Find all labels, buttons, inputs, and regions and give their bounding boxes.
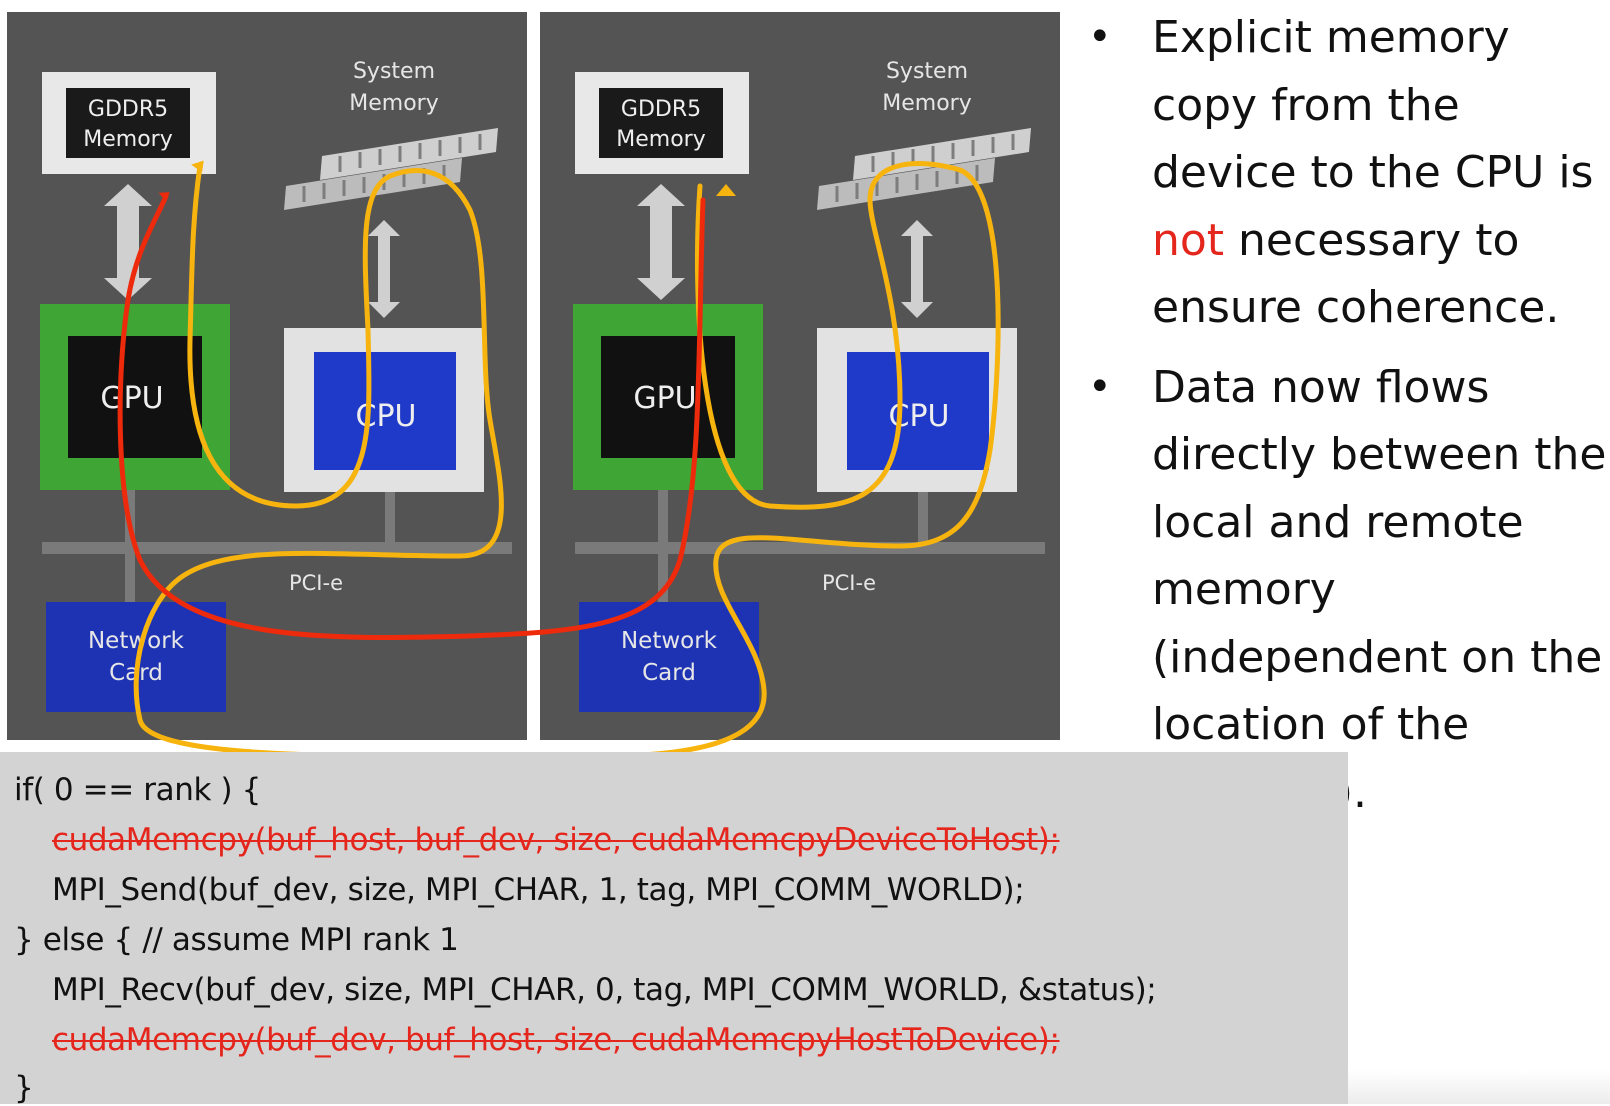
gpu-label: GPU (100, 381, 163, 416)
gddr5-memory-left: GDDR5 Memory (42, 72, 216, 174)
orange-arrowhead (716, 184, 736, 196)
architecture-diagram: GDDR5 Memory GPU System Memory (40, 59, 1045, 752)
bullet-text: Data now flows directly between the loca… (1152, 361, 1607, 818)
system-memory-right: System Memory (817, 59, 1031, 210)
gddr5-label-line1: GDDR5 (88, 97, 168, 122)
code-line: if( 0 == rank ) { (14, 772, 261, 808)
crossed-out-copy-path-orange (133, 160, 1001, 752)
network-card-label-line1: Network (88, 628, 185, 654)
right-node: GDDR5 Memory GPU System Memory (573, 59, 1045, 712)
code-line-struck: cudaMemcpy(buf_host, buf_dev, size, cuda… (52, 822, 1060, 858)
gpu-block-right: GPU (573, 304, 763, 490)
system-memory-label-line2: Memory (882, 91, 971, 116)
system-memory-label-line2: Memory (349, 91, 438, 116)
system-bus-arrow-right (901, 220, 933, 318)
memory-stick-icon (284, 128, 498, 210)
bullet-symbol: • (1088, 363, 1112, 410)
bullet-text-pre: Explicit memory copy from the device to … (1152, 12, 1594, 198)
network-card-right: Network Card (579, 602, 759, 712)
left-node: GDDR5 Memory GPU System Memory (40, 59, 512, 712)
bullet-item: • Explicit memory copy from the device to… (1088, 4, 1608, 342)
system-bus-arrow-left (368, 220, 400, 318)
code-line-struck: cudaMemcpy(buf_dev, buf_host, size, cuda… (52, 1022, 1060, 1058)
bottom-fade (1348, 1070, 1610, 1104)
memory-bus-arrow-right (637, 184, 685, 300)
gddr5-label-line2: Memory (616, 127, 705, 152)
gddr5-label-line1: GDDR5 (621, 97, 701, 122)
bullet-text-post: necessary to ensure coherence. (1152, 214, 1560, 334)
pcie-label: PCI-e (822, 571, 876, 595)
gpu-label: GPU (633, 381, 696, 416)
gddr5-memory-right: GDDR5 Memory (575, 72, 749, 174)
gddr5-label-line2: Memory (83, 127, 172, 152)
system-memory-label-line1: System (886, 59, 968, 84)
bullet-highlight-not: not (1152, 214, 1225, 266)
pcie-label: PCI-e (289, 571, 343, 595)
memory-stick-icon (817, 128, 1031, 210)
system-memory-label-line1: System (353, 59, 435, 84)
cpu-block-right: CPU (817, 328, 1017, 492)
code-line: MPI_Recv(buf_dev, size, MPI_CHAR, 0, tag… (52, 972, 1157, 1008)
code-line: } else { // assume MPI rank 1 (14, 922, 459, 958)
bullet-symbol: • (1088, 14, 1112, 60)
network-card-label-line1: Network (621, 628, 718, 654)
direct-rdma-path-red (117, 192, 706, 641)
system-memory-left: System Memory (284, 59, 498, 210)
memory-bus-arrow-left (104, 184, 152, 300)
bullet-item: • Data now flows directly between the loc… (1088, 354, 1608, 827)
cpu-block-left: CPU (284, 328, 484, 492)
network-card-label-line2: Card (642, 660, 696, 686)
bullet-list: • Explicit memory copy from the device to… (1088, 4, 1608, 826)
code-line: MPI_Send(buf_dev, size, MPI_CHAR, 1, tag… (52, 872, 1025, 908)
gpu-block-left: GPU (40, 304, 230, 490)
code-line: } (14, 1070, 34, 1106)
code-block: if( 0 == rank ) { cudaMemcpy(buf_host, b… (0, 752, 1348, 1106)
